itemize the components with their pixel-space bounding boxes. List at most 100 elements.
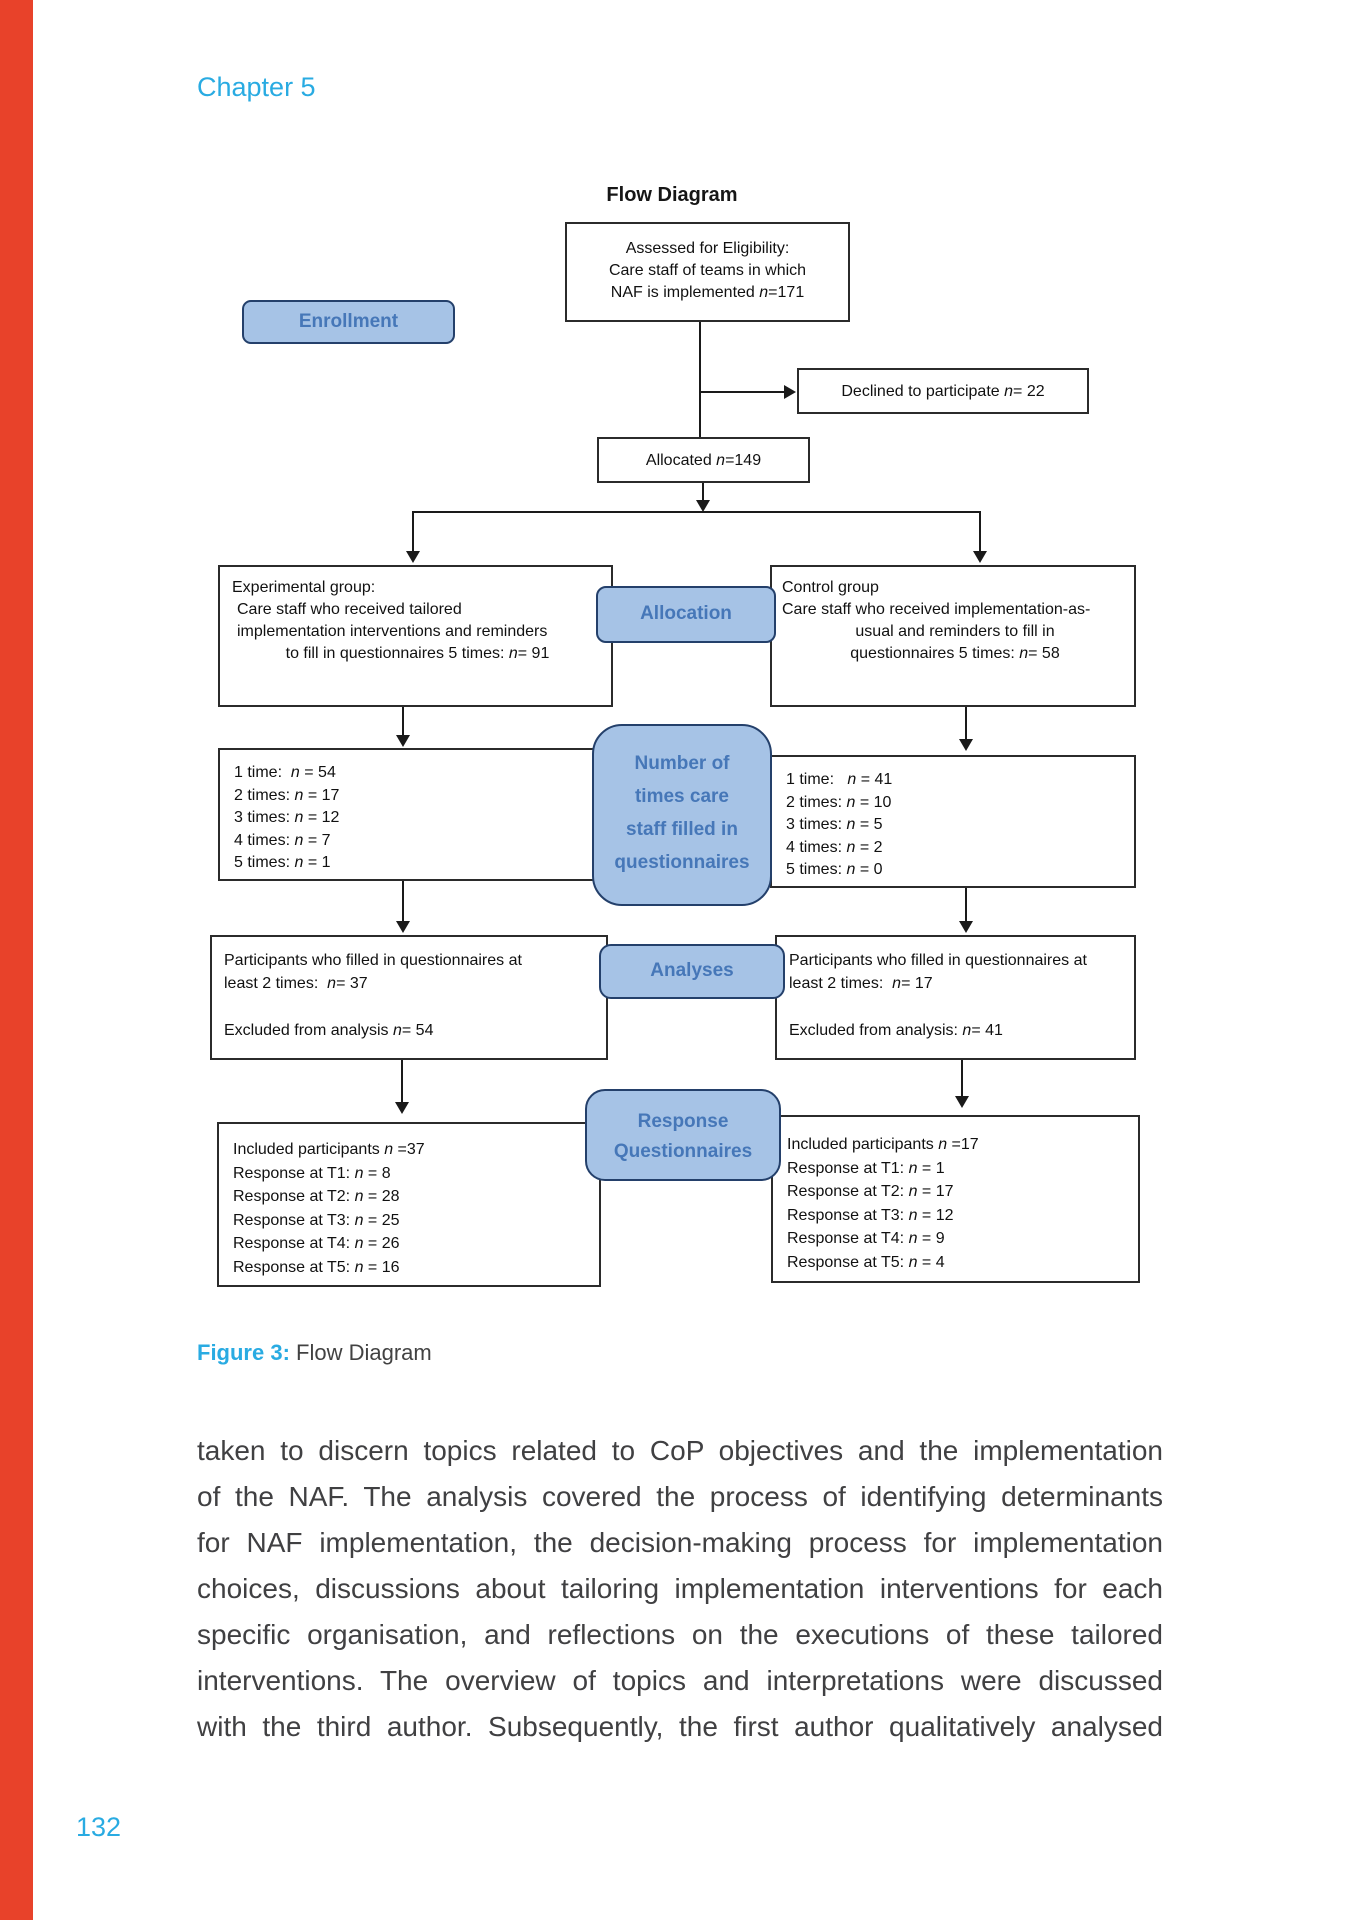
body-paragraph: taken to discern topics related to CoP o… [197, 1428, 1163, 1750]
text-line: least 2 times: n= 17 [789, 975, 933, 992]
text-line: Care staff who received implementation-a… [782, 601, 1091, 618]
text-line: Response at T5: n = 16 [233, 1258, 400, 1276]
text-line: for NAF implementation, the decision-mak… [197, 1527, 1163, 1558]
text-line: Response at T1: n = 1 [787, 1159, 945, 1177]
text-line: with the third author. Subsequently, the… [197, 1711, 1163, 1742]
text-line [224, 995, 598, 1019]
text-line: taken to discern topics related to CoP o… [197, 1435, 1163, 1466]
chapter-edge-tab [0, 0, 33, 1920]
connector-line [700, 391, 786, 393]
arrowhead-down [396, 735, 410, 747]
connector-line [979, 511, 981, 551]
connector-line [402, 707, 404, 736]
connector-line [412, 511, 414, 551]
connector-line [965, 888, 967, 922]
allocation-label-box: Allocation [596, 586, 776, 643]
figure-caption-text: Flow Diagram [289, 1340, 432, 1365]
analyses-right-box: Participants who filled in questionnaire… [775, 935, 1136, 1060]
text-line: to fill in questionnaires 5 times: n= 91 [285, 645, 550, 662]
arrowhead-down [396, 921, 410, 933]
times-filled-right-box: 1 time: n = 41 2 times: n = 10 3 times: n … [770, 755, 1136, 888]
text-line: Response at T4: n = 9 [787, 1230, 945, 1247]
text-line: 4 times: n = 2 [786, 838, 883, 856]
text-line: Response at T1: n = 8 [233, 1164, 391, 1182]
text-line: NAF is implemented n=171 [610, 284, 805, 301]
text-line: 1 time: n = 41 [786, 771, 893, 788]
text-line: 5 times: n = 1 [234, 854, 331, 871]
text-line: implementation interventions and reminde… [237, 623, 548, 640]
text-line: specific organisation, and reflections o… [197, 1619, 1163, 1650]
page-number: 132 [76, 1812, 122, 1842]
text-line: Questionnaires [613, 1141, 753, 1162]
flow-diagram-title: Flow Diagram [606, 184, 738, 206]
text-line: Allocated n=149 [645, 452, 762, 469]
text-line: 3 times: n = 12 [234, 809, 340, 826]
connector-line [401, 1060, 403, 1103]
text-line: Participants who filled in questionnaire… [224, 952, 522, 969]
arrowhead-down [696, 500, 710, 512]
text-line: interventions. The overview of topics an… [197, 1665, 1163, 1696]
text-line [789, 995, 1128, 1019]
text-line: times care [634, 786, 729, 807]
enrollment-label-box: Enrollment [242, 300, 455, 344]
text-line: 4 times: n = 7 [234, 831, 331, 849]
arrowhead-down [959, 739, 973, 751]
text-line: Response [637, 1111, 729, 1132]
analyses-left-box: Participants who filled in questionnaire… [210, 935, 608, 1060]
text-line: 2 times: n = 17 [234, 786, 340, 804]
arrowhead-down [959, 921, 973, 933]
text-line: Care staff of teams in which [608, 262, 807, 279]
text-line: Care staff who received tailored [237, 601, 462, 618]
declined-box: Declined to participate n= 22 [797, 368, 1089, 414]
text-line: Response at T2: n = 17 [787, 1183, 954, 1200]
connector-line [699, 322, 701, 437]
connector-line [961, 1060, 963, 1097]
text-line: usual and reminders to fill in [855, 623, 1055, 640]
connector-line [965, 707, 967, 740]
text-line: Response at T2: n = 28 [233, 1188, 400, 1205]
arrowhead-right [784, 385, 796, 399]
arrowhead-down [406, 551, 420, 563]
text-line: Response at T4: n = 26 [233, 1235, 400, 1252]
assessed-eligibility-box: Assessed for Eligibility: Care staff of t… [565, 222, 850, 322]
chapter-heading: Chapter 5 [197, 72, 316, 102]
number-of-times-label-box: Number of times care staff filled in questi… [592, 724, 772, 906]
arrowhead-down [973, 551, 987, 563]
text-line: Control group [782, 579, 879, 596]
text-line: Included participants n =17 [787, 1136, 979, 1153]
text-line: 5 times: n = 0 [786, 861, 883, 878]
text-line: Excluded from analysis n= 54 [224, 1022, 434, 1039]
text-line: 2 times: n = 10 [786, 793, 892, 811]
text-line: 1 time: n = 54 [234, 764, 336, 781]
analyses-label-box: Analyses [599, 944, 785, 999]
times-filled-left-box: 1 time: n = 54 2 times: n = 17 3 times: n … [218, 748, 613, 881]
text-line: least 2 times: n= 37 [224, 975, 368, 992]
allocated-box: Allocated n=149 [597, 437, 810, 483]
arrowhead-down [955, 1096, 969, 1108]
text-line: Experimental group: [232, 579, 376, 596]
text-line: Response at T3: n = 25 [233, 1211, 400, 1229]
arrowhead-down [395, 1102, 409, 1114]
figure-caption: Figure 3: Flow Diagram [197, 1340, 432, 1366]
text-line: questionnaires 5 times: n= 58 [850, 645, 1060, 662]
text-line: Response at T3: n = 12 [787, 1206, 954, 1224]
text-line: Number of [634, 753, 730, 774]
text-line: Excluded from analysis: n= 41 [789, 1022, 1003, 1039]
figure-caption-label: Figure 3: [197, 1340, 290, 1365]
text-line: choices, discussions about tailoring imp… [197, 1573, 1163, 1604]
text-line: 3 times: n = 5 [786, 816, 883, 833]
experimental-group-box: Experimental group: Care staff who receiv… [218, 565, 613, 707]
text-line: Participants who filled in questionnaire… [789, 952, 1087, 969]
text-line: questionnaires [614, 852, 750, 873]
text-line: staff filled in [626, 819, 738, 840]
connector-line [702, 483, 704, 503]
connector-line [413, 511, 981, 513]
text-line: Included participants n =37 [233, 1141, 425, 1158]
text-line: Assessed for Eligibility: [625, 240, 790, 257]
text-line: Response at T5: n = 4 [787, 1253, 945, 1271]
